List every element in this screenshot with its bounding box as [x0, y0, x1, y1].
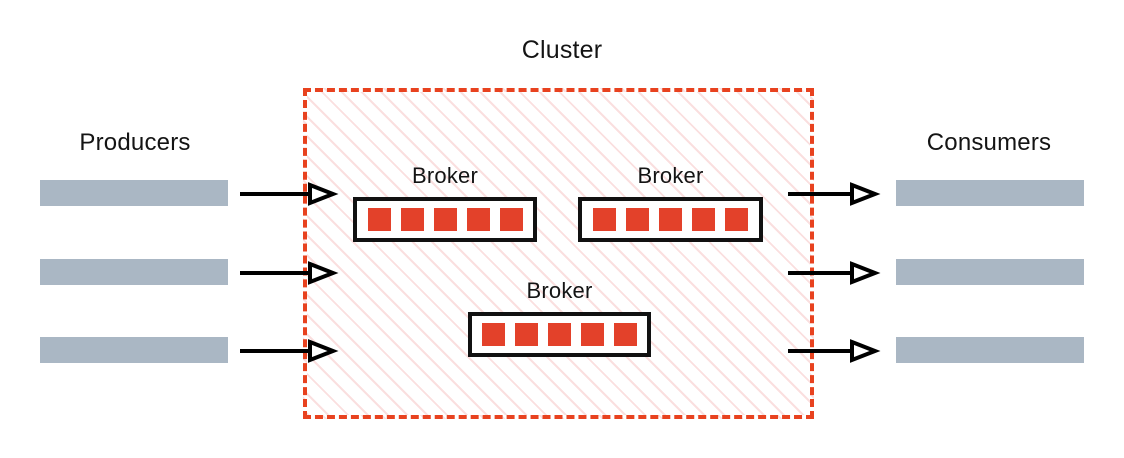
partition-square: [466, 208, 490, 231]
arrow-producer-2-to-cluster: [240, 261, 339, 285]
partition-square: [400, 208, 424, 231]
arrow-producer-3-to-cluster: [240, 339, 339, 363]
broker-label-1: Broker: [412, 163, 478, 188]
partition-square: [626, 208, 649, 231]
broker-box-2: [578, 197, 763, 242]
consumer-bar-1: [896, 180, 1084, 206]
broker-label-3: Broker: [526, 278, 593, 303]
cluster-title: Cluster: [521, 36, 603, 64]
cluster-boundary-box: [303, 88, 814, 419]
partition-square: [367, 208, 391, 231]
partition-square: [482, 323, 505, 346]
partition-square: [614, 323, 637, 346]
consumer-bar-3: [896, 337, 1084, 363]
arrow-producer-1-to-cluster: [240, 182, 339, 206]
producer-bar-3: [40, 337, 228, 363]
consumers-label: Consumers: [926, 129, 1052, 156]
producer-bar-2: [40, 259, 228, 285]
arrow-cluster-to-consumer-3: [788, 339, 881, 363]
partition-square: [433, 208, 457, 231]
producers-label: Producers: [79, 129, 191, 156]
partition-square: [499, 208, 523, 231]
partition-square: [515, 323, 538, 346]
arrow-cluster-to-consumer-1: [788, 182, 881, 206]
partition-square: [548, 323, 571, 346]
partition-square: [692, 208, 715, 231]
consumer-bar-2: [896, 259, 1084, 285]
broker-label-2: Broker: [637, 163, 704, 188]
partition-square: [593, 208, 616, 231]
partition-square: [581, 323, 604, 346]
partition-square: [659, 208, 682, 231]
arrow-cluster-to-consumer-2: [788, 261, 881, 285]
broker-box-3: [468, 312, 651, 357]
producer-bar-1: [40, 180, 228, 206]
partition-square: [725, 208, 748, 231]
broker-box-1: [353, 197, 537, 242]
